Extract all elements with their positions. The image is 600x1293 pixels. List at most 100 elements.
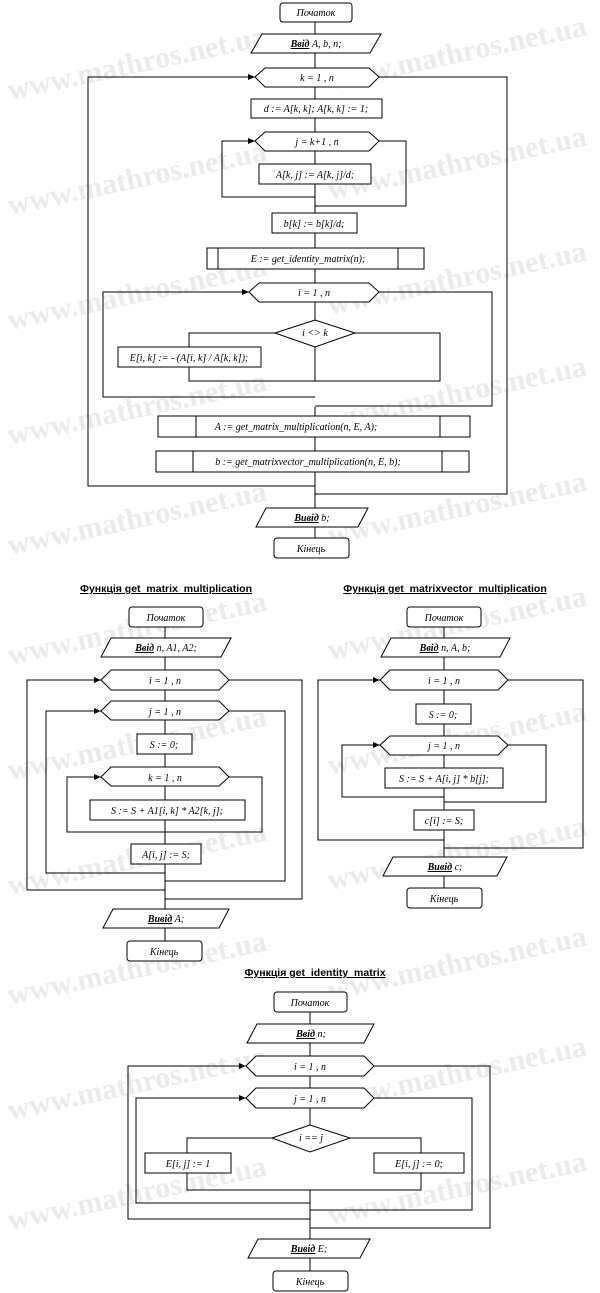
f1-assign-s [89, 799, 246, 821]
f1-input-block [100, 637, 232, 658]
watermark: www.mathros.net.ua [5, 475, 270, 562]
f3-output-keyword: Вивід [290, 1244, 315, 1255]
f2-start-label: Початок [424, 613, 464, 624]
f3-assign-one-label: E[i, j] := 1 [165, 1159, 211, 1170]
function-matrix-multiplication: Функція get_matrix_multiplication Почато… [26, 583, 303, 962]
end-terminal [273, 537, 350, 559]
f3-end-terminal [272, 1270, 349, 1292]
svg-text:Вивід E;: Вивід E; [290, 1244, 327, 1255]
input-vars: A, b, n; [309, 39, 341, 50]
f3-assign-zero-label: E[i, j] := 0; [394, 1159, 443, 1170]
f2-assign-ci-label: c[i] := S; [425, 816, 463, 827]
assign-bk [271, 212, 358, 234]
watermark-layer: www.mathros.net.ua www.mathros.net.ua ww… [5, 10, 590, 1237]
loop-k [254, 67, 380, 88]
loop-k-label: k = 1 , n [300, 73, 334, 84]
f3-loop-j-label: j = 1 , n [292, 1094, 326, 1105]
input-block [250, 33, 382, 54]
f2-assign-s [384, 767, 504, 789]
f3-start-label: Початок [290, 998, 330, 1009]
loop-i-label: i = 1 , n [298, 288, 330, 299]
f2-assign-ci [413, 809, 475, 831]
call-identity-label: E := get_identity_matrix(n); [250, 254, 366, 265]
assign-akj [258, 163, 372, 185]
f1-input-keyword: Ввід [134, 643, 154, 654]
f3-start-terminal [273, 991, 348, 1013]
f1-start-terminal [128, 606, 204, 628]
call-matmul [157, 415, 471, 438]
assign-bk-label: b[k] := b[k]/d; [284, 219, 345, 230]
f3-assign-one [144, 1152, 232, 1174]
f1-loop-k [100, 766, 230, 787]
f1-title: Функція get_matrix_multiplication [80, 583, 252, 595]
svg-text:Ввід n, A, b;: Ввід n, A, b; [419, 643, 471, 654]
f3-loop-i-label: i = 1 , n [294, 1062, 326, 1073]
f3-end-label: Кінець [295, 1277, 325, 1288]
watermark: www.mathros.net.ua [5, 1040, 270, 1127]
f2-end-label: Кінець [429, 894, 459, 905]
f1-output-keyword: Вивід [147, 914, 172, 925]
f2-end-terminal [406, 887, 483, 909]
f1-loop-k-label: k = 1 , n [148, 773, 182, 784]
watermark: www.mathros.net.ua [5, 135, 270, 222]
assign-d-label: d := A[k, k]; A[k, k] := 1; [264, 104, 369, 115]
f3-title: Функція get_identity_matrix [244, 967, 385, 979]
f3-loop-j [245, 1087, 375, 1109]
f1-loop-j-label: j = 1 , n [147, 707, 181, 718]
svg-text:Ввід A, b, n;: Ввід A, b, n; [290, 39, 342, 50]
f3-input-block [246, 1023, 375, 1044]
f3-input-vars: n; [315, 1029, 326, 1040]
f3-cond [270, 1124, 352, 1153]
input-keyword: Ввід [290, 39, 310, 50]
f2-title: Функція get_matrixvector_multiplication [343, 583, 547, 595]
f1-end-label: Кінець [149, 947, 179, 958]
watermark: www.mathros.net.ua [5, 585, 270, 672]
f2-input-vars: n, A, b; [439, 643, 471, 654]
f2-output-vars: c; [452, 862, 462, 873]
cond-i-ne-k [273, 319, 357, 348]
f1-assign-aij-label: A[i, j] := S; [141, 850, 190, 861]
svg-text:Вивід A;: Вивід A; [147, 914, 184, 925]
svg-text:Вивід b;: Вивід b; [293, 513, 329, 524]
f2-input-block [380, 637, 511, 658]
f1-assign-s0 [136, 733, 193, 755]
f3-output-vars: E; [315, 1244, 327, 1255]
assign-akj-label: A[k, j] := A[k, j]/d; [275, 170, 354, 181]
svg-text:Вивід c;: Вивід c; [427, 862, 463, 873]
f1-output-block [102, 908, 230, 929]
loop-j-label: j = k+1 , n [293, 137, 338, 148]
watermark: www.mathros.net.ua [5, 365, 270, 452]
end-label: Кінець [296, 544, 326, 555]
f2-assign-s-label: S := S + A[i, j] * b[j]; [399, 774, 489, 785]
f2-input-keyword: Ввід [419, 643, 439, 654]
f1-loop-i [100, 669, 230, 691]
watermark: www.mathros.net.ua [5, 20, 270, 107]
f1-assign-aij [130, 843, 202, 865]
call-matvec [155, 450, 470, 473]
f2-output-keyword: Вивід [427, 862, 452, 873]
output-keyword: Вивід [293, 513, 318, 524]
watermark: www.mathros.net.ua [325, 920, 590, 1007]
f1-output-vars: A; [172, 914, 184, 925]
output-vars: b; [319, 513, 330, 524]
call-matvec-label: b := get_matrixvector_multiplication(n, … [215, 457, 401, 468]
svg-text:Ввід n;: Ввід n; [295, 1029, 326, 1040]
start-label: Початок [296, 8, 336, 19]
start-terminal [279, 2, 353, 23]
f2-loop-i [379, 669, 509, 691]
function-identity-matrix: Функція get_identity_matrix Початок Ввід… [127, 967, 491, 1292]
loop-j [254, 131, 380, 152]
f1-start-label: Початок [146, 613, 186, 624]
cond-i-ne-k-label: i <> k [302, 328, 328, 339]
f1-assign-s-label: S := S + A1[i, k] * A2[k, j]; [111, 806, 223, 817]
function-matrixvector-multiplication: Функція get_matrixvector_multiplication … [317, 583, 584, 909]
main-flowchart: Початок Ввід A, b, n; k = 1 , n d := A[k… [87, 2, 508, 559]
f2-loop-j [379, 735, 509, 756]
assign-eik-label: E[i, k] := - (A[i, k] / A[k, k]); [129, 353, 248, 364]
call-matmul-label: A := get_matrix_multiplication(n, E, A); [214, 422, 377, 433]
output-block [255, 507, 369, 528]
call-identity [206, 247, 425, 270]
f1-assign-s0-label: S := 0; [150, 740, 178, 751]
f3-cond-label: i == j [299, 1133, 323, 1144]
f2-output-block [382, 856, 508, 877]
